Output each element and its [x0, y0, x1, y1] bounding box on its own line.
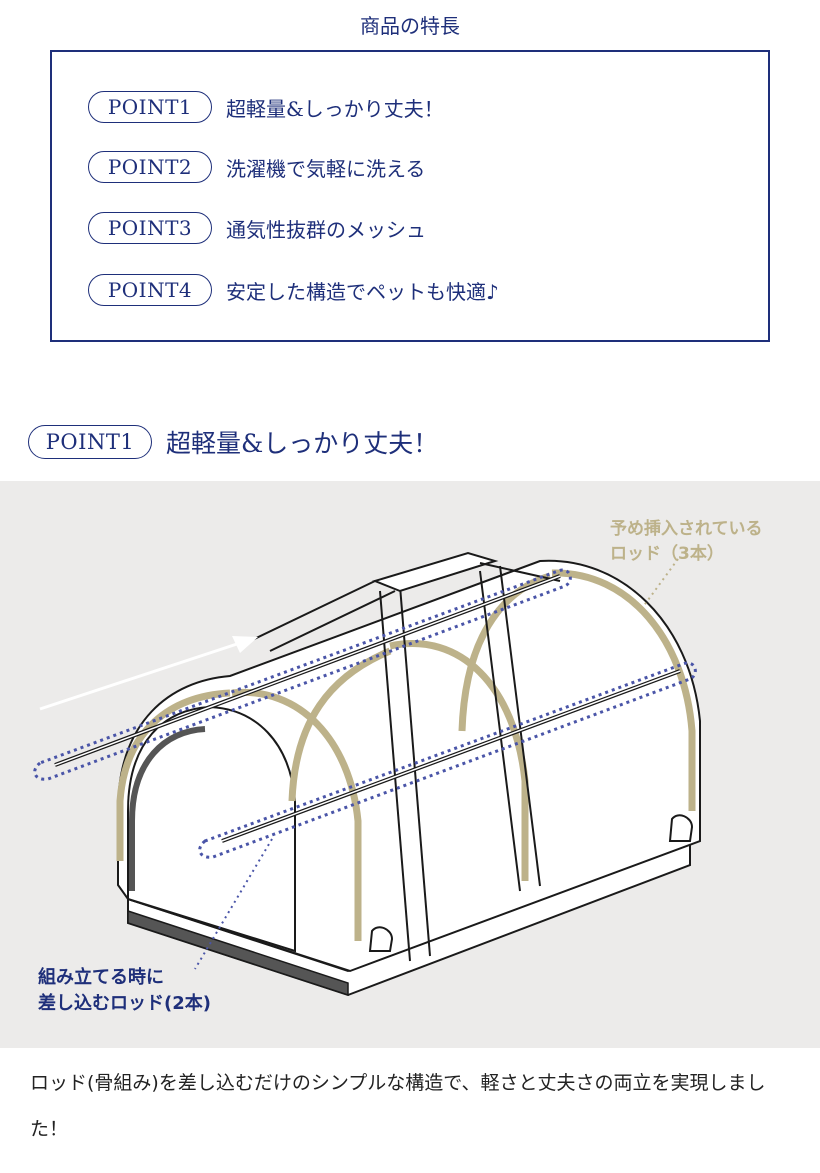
insert-rod: [221, 670, 681, 842]
preinserted-rod: [551, 569, 696, 811]
point-badge: POINT3: [88, 212, 212, 244]
label-line: 予め挿入されている: [610, 519, 763, 539]
point-badge: POINT2: [88, 151, 212, 183]
rod-sleeve-outline: [198, 661, 697, 859]
label-line: 差し込むロッド(2本): [38, 993, 211, 1014]
features-title: 商品の特長: [360, 14, 460, 38]
point-text: 超軽量&しっかり丈夫！: [226, 96, 444, 121]
label-preinserted-rods: 予め挿入されている ロッド（3本）: [610, 517, 763, 567]
rod-sleeve-outline: [33, 568, 572, 781]
preinserted-rod: [389, 640, 529, 881]
preinserted-rod: [458, 572, 552, 732]
point-text: 通気性抜群のメッシュ: [226, 217, 426, 242]
preinserted-rod: [116, 689, 231, 861]
point-badge: POINT1: [88, 91, 212, 123]
strap: [499, 565, 541, 887]
arrow-head-icon: [232, 636, 258, 653]
insert-rod: [54, 575, 561, 766]
feature-point-2: POINT2 洗濯機で気軽に洗える: [88, 150, 425, 184]
point-text: 安定した構造でペットも快適♪: [226, 279, 499, 304]
label-line: 組み立てる時に: [38, 967, 164, 988]
label-insert-rods: 組み立てる時に 差し込むロッド(2本): [38, 965, 211, 1017]
clip-icon: [668, 814, 694, 842]
preinserted-rod: [288, 647, 392, 802]
label-line: ロッド（3本）: [610, 544, 724, 564]
clip-icon: [368, 926, 394, 952]
section-heading: POINT1 超軽量&しっかり丈夫！: [28, 423, 438, 461]
preinserted-rod: [231, 688, 362, 941]
features-box: POINT1 超軽量&しっかり丈夫！ POINT2 洗濯機で気軽に洗える POI…: [50, 50, 770, 342]
point-badge: POINT4: [88, 274, 212, 306]
feature-point-4: POINT4 安定した構造でペットも快適♪: [88, 273, 499, 307]
feature-point-1: POINT1 超軽量&しっかり丈夫！: [88, 90, 444, 124]
caption-text: ロッド(骨組み)を差し込むだけのシンプルな構造で、軽さと丈夫さの両立を実現しまし…: [30, 1072, 766, 1140]
insert-direction-arrow: [39, 641, 241, 711]
carrier-illustration: 予め挿入されている ロッド（3本） 組み立てる時に 差し込むロッド(2本): [0, 481, 820, 1048]
carrier-drawing: [33, 551, 701, 997]
handle-strap: [249, 562, 561, 652]
section-badge: POINT1: [28, 425, 152, 459]
feature-point-3: POINT3 通気性抜群のメッシュ: [88, 211, 426, 245]
handle: [371, 551, 499, 593]
section-title: 超軽量&しっかり丈夫！: [166, 429, 439, 458]
front-opening-inner: [129, 726, 206, 891]
base-tray-shadow: [127, 909, 349, 997]
leader-line: [194, 838, 273, 970]
point-text: 洗濯機で気軽に洗える: [226, 156, 426, 181]
